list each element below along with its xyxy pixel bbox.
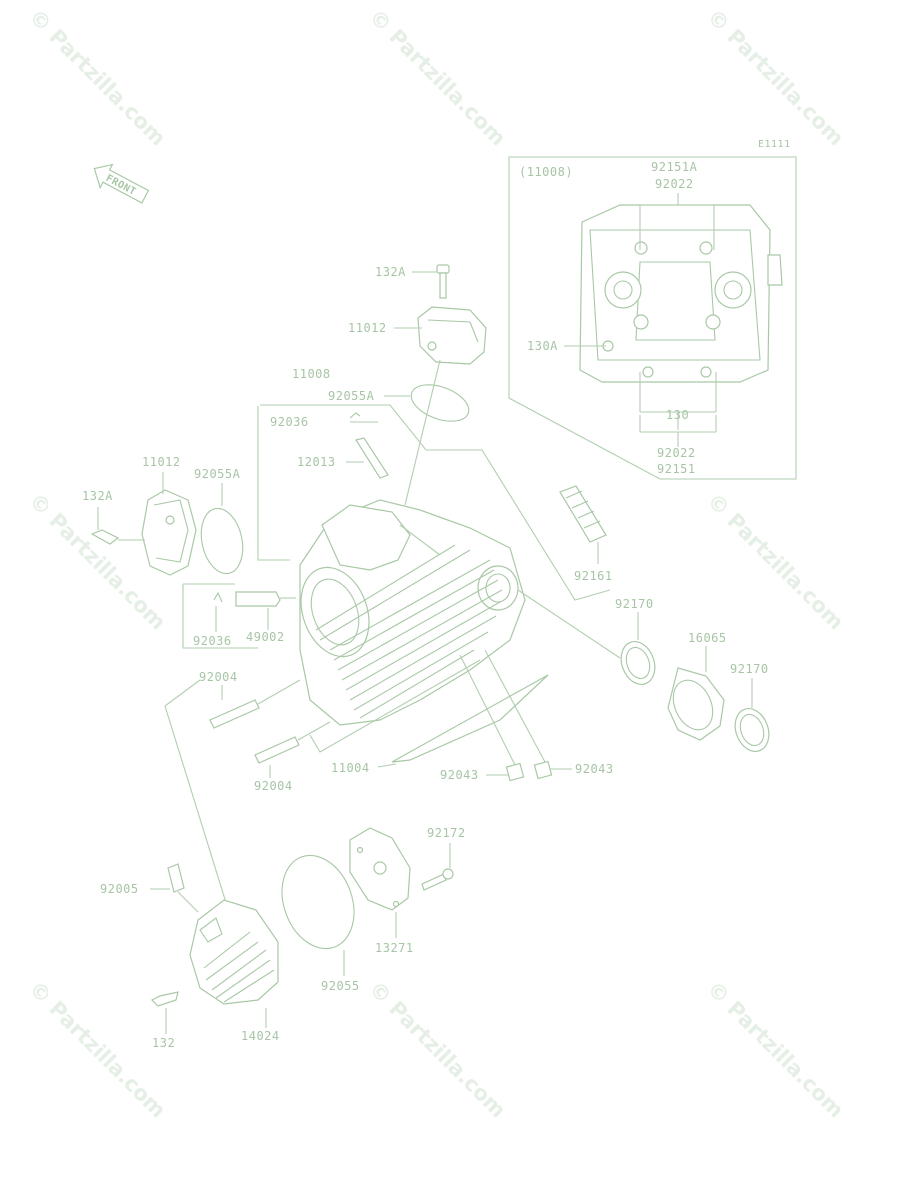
small-parts-left	[213, 591, 296, 632]
callout-92170-a: 92170	[615, 597, 654, 611]
callout-92022-bottom: 92022	[657, 446, 696, 460]
inset-panel: (11008) 92151A 92022 130A 130 92022 9215…	[508, 156, 797, 480]
callout-11008: 11008	[292, 367, 331, 381]
assembly-frame	[260, 404, 611, 601]
gasket-11004	[309, 659, 549, 768]
callout-11012-left: 11012	[142, 455, 181, 469]
callout-132A-left: 132A	[82, 489, 113, 503]
callout-92161: 92161	[574, 569, 613, 583]
callout-92172: 92172	[427, 826, 466, 840]
watermark: © Partzilla.com	[364, 5, 510, 151]
valve-cover-top	[394, 264, 487, 365]
callout-92043-b: 92043	[575, 762, 614, 776]
watermark: © Partzilla.com	[702, 5, 848, 151]
callout-14024: 14024	[241, 1029, 280, 1043]
callout-92004-b: 92004	[254, 779, 293, 793]
callout-92022-top: 92022	[655, 177, 694, 191]
callout-92055: 92055	[321, 979, 360, 993]
watermark: © Partzilla.com	[24, 5, 170, 151]
diagram-code: E1111	[758, 139, 791, 150]
callout-130A: 130A	[527, 339, 558, 353]
guide-12013	[346, 437, 389, 479]
callout-132A-top: 132A	[375, 265, 406, 279]
callout-92043-a: 92043	[440, 768, 479, 782]
studs-92004	[209, 679, 331, 778]
valve-cover-left	[90, 472, 244, 576]
watermark: © Partzilla.com	[364, 977, 510, 1123]
watermark: © Partzilla.com	[702, 489, 848, 635]
watermark: © Partzilla.com	[702, 977, 848, 1123]
callout-92004-a: 92004	[199, 670, 238, 684]
intake-parts	[517, 589, 770, 752]
cylinder-head	[299, 499, 526, 726]
callout-11012-top: 11012	[348, 321, 387, 335]
front-arrow-icon: FRONT	[93, 163, 150, 204]
o-ring-top	[410, 384, 470, 422]
valve-spring-left	[604, 271, 642, 309]
callout-49002: 49002	[246, 630, 285, 644]
callout-92036-top: 92036	[270, 415, 309, 429]
bottom-parts	[150, 679, 454, 1034]
callout-92151: 92151	[657, 462, 696, 476]
callout-16065: 16065	[688, 631, 727, 645]
callout-11004: 11004	[331, 761, 370, 775]
callout-92170-b: 92170	[730, 662, 769, 676]
dowels-92043	[459, 649, 572, 782]
inset-label: (11008)	[519, 165, 573, 179]
part-92161	[559, 485, 607, 564]
callout-92055A-left: 92055A	[194, 467, 241, 481]
callout-132: 132	[152, 1036, 175, 1050]
callouts: 132A 11012 11008 92055A 92036 12013 1101…	[82, 265, 769, 1050]
callout-130: 130	[666, 408, 689, 422]
callout-92005: 92005	[100, 882, 139, 896]
callout-92036-left: 92036	[193, 634, 232, 648]
valve-spring-right	[714, 271, 752, 309]
callout-13271: 13271	[375, 941, 414, 955]
callout-92151A: 92151A	[651, 160, 698, 174]
callout-12013: 12013	[297, 455, 336, 469]
watermark: © Partzilla.com	[24, 977, 170, 1123]
callout-92055A-top: 92055A	[328, 389, 375, 403]
